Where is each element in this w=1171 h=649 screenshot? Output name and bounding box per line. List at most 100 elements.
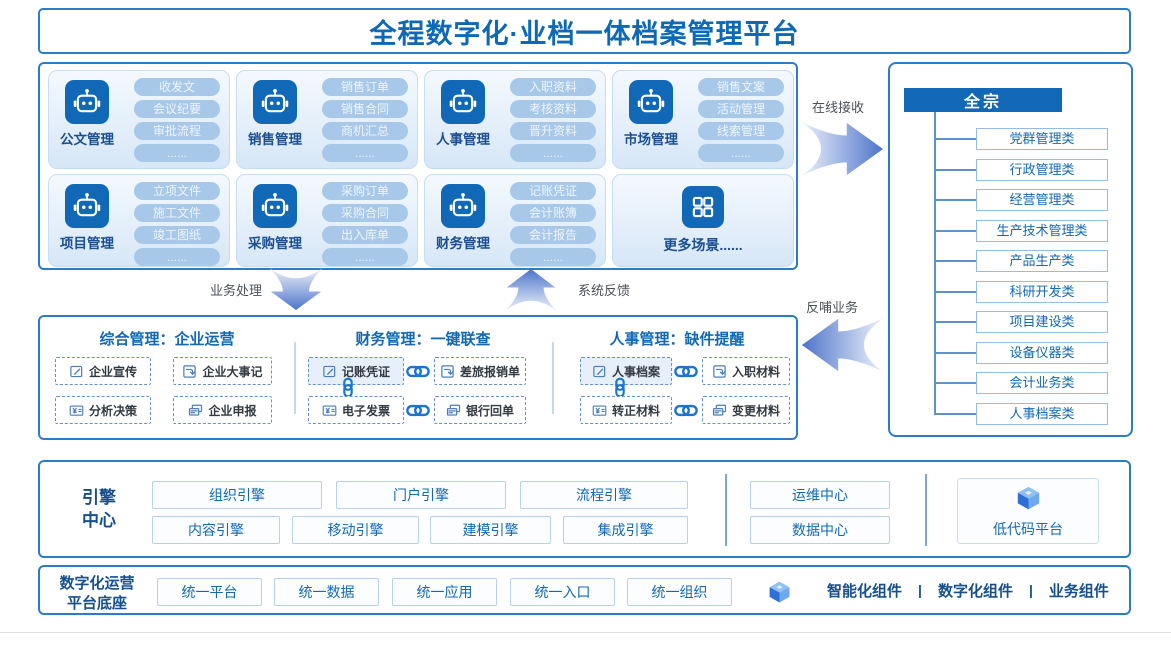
edit-icon: [593, 365, 606, 377]
platform-base-panel: 数字化运营平台底座 统一平台 统一数据 统一应用 统一入口 统一组织 智能化组件…: [38, 565, 1131, 615]
chain-link-icon: [674, 365, 698, 378]
scenario-item: 入职材料: [702, 357, 790, 385]
tree-connector: [934, 169, 976, 171]
center-button: 数据中心: [750, 516, 890, 544]
engine-button: 建模引擎: [430, 516, 551, 544]
component-label: 数字化组件: [937, 582, 1013, 600]
arrow-right-icon: [800, 121, 884, 177]
module-item-tag: 立项文件: [134, 182, 220, 200]
base-button: 统一入口: [510, 578, 615, 606]
scenario-item-label: 企业申报: [208, 403, 257, 418]
engine-button: 内容引擎: [152, 516, 280, 544]
base-button: 统一应用: [392, 578, 497, 606]
module-item-tag: 入职资料: [510, 78, 596, 96]
scenario-item-label: 变更材料: [731, 403, 780, 418]
scenario-item-label: 人事档案: [611, 364, 660, 379]
arrow-up-icon: [505, 268, 557, 312]
doc-arrow-icon: [441, 364, 454, 378]
page-title: 全程数字化·业档一体档案管理平台: [369, 18, 800, 49]
title-bar: 全程数字化·业档一体档案管理平台: [38, 8, 1131, 54]
center-button: 运维中心: [750, 481, 890, 509]
module-name: 项目管理: [60, 236, 114, 251]
archive-category: 设备仪器类: [976, 342, 1108, 364]
module-item-tag: ......: [322, 248, 408, 266]
doc-arrow-icon: [713, 364, 726, 378]
base-button: 统一平台: [157, 578, 262, 606]
panel-divider: [925, 474, 927, 546]
module-card: 采购管理 采购订单 采购合同 出入库单 ......: [236, 174, 418, 267]
module-item-tag: 施工文件: [134, 204, 220, 222]
module-name: 采购管理: [248, 236, 302, 251]
engine-center-label: 引擎中心: [82, 488, 116, 530]
component-separator: |: [1028, 582, 1033, 598]
archive-category: 党群管理类: [976, 128, 1108, 150]
grid-icon: [682, 186, 724, 228]
scenario-item: 分析决策: [55, 396, 151, 424]
scenario-item-label: 转正材料: [611, 403, 660, 418]
section-divider: [294, 342, 296, 414]
archive-category: 生产技术管理类: [976, 220, 1108, 242]
scenario-item: 差旅报销单: [434, 357, 526, 385]
component-group: 智能化组件 | 数字化组件 | 业务组件: [827, 567, 1109, 613]
archive-panel: 全宗 党群管理类 行政管理类 经营管理类 生产技术管理类 产品生产类 科研开发类…: [888, 62, 1133, 437]
scenario-item: 记账凭证: [308, 357, 404, 385]
module-item-tag: 会计账簿: [510, 204, 596, 222]
chain-link-icon: [406, 365, 430, 378]
module-card: 公文管理 收发文 会议纪要 审批流程 ......: [48, 70, 230, 169]
chain-link-icon: [615, 377, 625, 398]
archive-category: 会计业务类: [976, 372, 1108, 394]
scenario-item-label: 企业大事记: [202, 364, 263, 379]
scenario-item: 变更材料: [702, 396, 790, 424]
module-item-tag: 销售订单: [322, 78, 408, 96]
module-item-tag: 考核资料: [510, 100, 596, 118]
component-label: 智能化组件: [827, 582, 903, 600]
engine-button: 门户引擎: [336, 481, 506, 509]
module-item-tag: ......: [698, 144, 784, 162]
module-card: 市场管理 销售文案 活动管理 线索管理 ......: [612, 70, 794, 169]
module-item-tag: 线索管理: [698, 122, 784, 140]
chain-link-icon: [406, 404, 430, 417]
scenario-section-title: 综合管理：企业运营: [99, 331, 235, 348]
component-separator: |: [918, 582, 922, 598]
archive-category: 科研开发类: [976, 281, 1108, 303]
module-item-tag: ......: [134, 248, 220, 266]
module-name: 公文管理: [60, 132, 114, 147]
scenario-item: 电子发票: [308, 396, 404, 424]
module-card: 财务管理 记账凭证 会计账簿 会计报告 ......: [424, 174, 606, 267]
tree-connector: [934, 291, 976, 293]
bank-cards-icon: [446, 404, 461, 416]
section-divider: [552, 342, 554, 414]
base-label: 数字化运营平台底座: [59, 575, 135, 613]
archive-category: 产品生产类: [976, 250, 1108, 272]
edit-icon: [70, 365, 83, 377]
scenario-panel: 综合管理：企业运营 企业宣传 企业大事记 分析决策 企业申报 财务管理：一键联查…: [38, 315, 798, 440]
module-name: 市场管理: [624, 132, 678, 147]
tree-connector: [934, 260, 976, 262]
engine-button: 流程引擎: [520, 481, 688, 509]
module-item-tag: 会议纪要: [134, 100, 220, 118]
module-name: 财务管理: [436, 236, 490, 251]
module-item-tag: ......: [510, 144, 596, 162]
engine-button: 集成引擎: [563, 516, 688, 544]
scenario-item-label: 银行回单: [465, 403, 514, 418]
robot-icon: [253, 184, 297, 228]
scenario-item-label: 企业宣传: [88, 364, 137, 379]
base-button: 统一组织: [627, 578, 732, 606]
robot-icon: [65, 184, 109, 228]
money-card-icon: [592, 404, 607, 416]
archive-category: 项目建设类: [976, 311, 1108, 333]
flow-label-process: 业务处理: [210, 283, 263, 298]
bank-cards-icon: [189, 404, 203, 416]
scenario-item-label: 入职材料: [731, 364, 780, 379]
module-item-tag: 竣工图纸: [134, 226, 220, 244]
cube-icon: [767, 579, 792, 609]
more-scene-label: 更多场景......: [663, 237, 743, 253]
tree-spine: [934, 112, 936, 415]
archive-root-header: 全宗: [904, 88, 1062, 112]
arrow-left-icon: [801, 317, 885, 373]
module-card: 项目管理 立项文件 施工文件 竣工图纸 ......: [48, 174, 230, 267]
module-item-tag: 商机汇总: [322, 122, 408, 140]
base-button: 统一数据: [274, 578, 379, 606]
flow-label-system: 系统反馈: [578, 283, 631, 298]
